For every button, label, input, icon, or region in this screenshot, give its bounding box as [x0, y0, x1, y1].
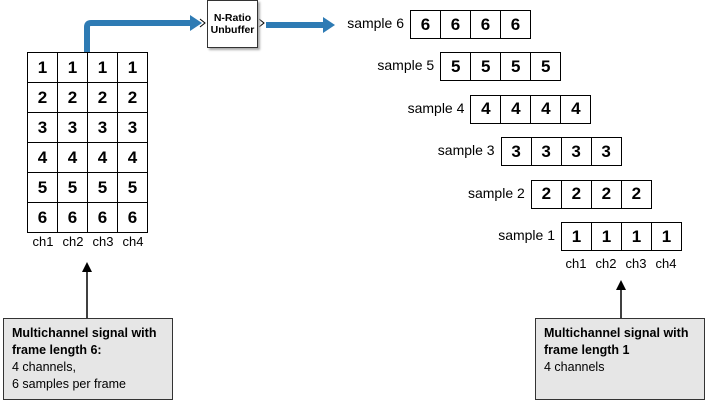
sample-cell: 1 — [621, 222, 652, 251]
matrix-cell: 4 — [87, 142, 118, 173]
matrix-cell: 5 — [27, 172, 58, 203]
note-title-2: frame length 6: — [12, 343, 102, 357]
sample-cell: 1 — [561, 222, 592, 251]
sample-cell: 3 — [530, 137, 562, 167]
sample-cell: 4 — [560, 94, 592, 124]
channel-label: ch3 — [625, 256, 647, 271]
note-line-2: 6 samples per frame — [12, 377, 126, 391]
sample-cell: 2 — [620, 179, 652, 209]
sample-label: sample 4 — [407, 99, 465, 116]
sample-cell: 4 — [500, 94, 532, 124]
sample-cell: 5 — [470, 52, 502, 82]
sample-cell: 2 — [560, 179, 592, 209]
matrix-cell: 1 — [57, 52, 88, 83]
matrix-cell: 5 — [87, 172, 118, 203]
sample-label: sample 3 — [437, 142, 495, 159]
channel-label: ch1 — [32, 234, 54, 249]
channel-label: ch4 — [122, 234, 144, 249]
note-title-1: Multichannel signal with — [544, 326, 689, 340]
matrix-cell: 2 — [117, 82, 148, 113]
sample-cell: 5 — [530, 52, 562, 82]
sample-cell: 1 — [591, 222, 622, 251]
sample-cell: 5 — [440, 52, 472, 82]
arrowhead-to-block — [190, 15, 202, 31]
sample-cell: 6 — [410, 10, 441, 39]
sample-cell: 3 — [590, 137, 622, 167]
left-pointer-arrowhead — [82, 262, 92, 272]
matrix-cell: 3 — [57, 112, 88, 143]
matrix-cell: 1 — [117, 52, 148, 83]
block-label-line1: N-Ratio — [213, 12, 252, 24]
note-line-1: 4 channels, — [12, 360, 76, 374]
block-output-port-icon — [258, 18, 265, 28]
matrix-cell: 1 — [87, 52, 118, 83]
input-signal-line — [84, 20, 192, 52]
matrix-cell: 2 — [27, 82, 58, 113]
sample-cell: 5 — [500, 52, 532, 82]
channel-label: ch2 — [62, 234, 84, 249]
matrix-cell: 3 — [87, 112, 118, 143]
sample-cell: 3 — [500, 137, 532, 167]
sample-cell: 6 — [470, 10, 501, 39]
matrix-cell: 3 — [117, 112, 148, 143]
matrix-cell: 2 — [57, 82, 88, 113]
matrix-cell: 5 — [117, 172, 148, 203]
channel-label: ch2 — [595, 256, 617, 271]
sample-cell: 6 — [440, 10, 471, 39]
block-label-line2: Unbuffer — [210, 24, 255, 36]
matrix-cell: 4 — [57, 142, 88, 173]
matrix-cell: 2 — [87, 82, 118, 113]
sample-cell: 1 — [651, 222, 682, 251]
channel-label: ch1 — [565, 256, 587, 271]
sample-label: sample 1 — [498, 227, 555, 243]
matrix-cell: 6 — [117, 202, 148, 233]
sample-label: sample 2 — [467, 184, 525, 201]
matrix-cell: 4 — [27, 142, 58, 173]
note-title-1: Multichannel signal with — [12, 326, 157, 340]
output-signal-note: Multichannel signal with frame length 1 … — [535, 318, 705, 400]
note-title-2: frame length 1 — [544, 343, 630, 357]
sample-cell: 2 — [530, 179, 562, 209]
sample-cell: 2 — [590, 179, 622, 209]
sample-cell: 4 — [530, 94, 562, 124]
arrowhead-to-output — [323, 17, 335, 33]
input-signal-note: Multichannel signal with frame length 6:… — [3, 318, 173, 400]
sample-label: sample 6 — [347, 15, 404, 31]
block-input-port-icon — [199, 18, 206, 28]
matrix-cell: 6 — [27, 202, 58, 233]
matrix-cell: 1 — [27, 52, 58, 83]
channel-label: ch3 — [92, 234, 114, 249]
matrix-cell: 4 — [117, 142, 148, 173]
n-ratio-unbuffer-block[interactable]: N-Ratio Unbuffer — [207, 0, 258, 48]
matrix-cell: 3 — [27, 112, 58, 143]
sample-cell: 3 — [560, 137, 592, 167]
note-line-1: 4 channels — [544, 360, 605, 374]
channel-label: ch4 — [655, 256, 677, 271]
matrix-cell: 5 — [57, 172, 88, 203]
matrix-cell: 6 — [87, 202, 118, 233]
sample-cell: 4 — [470, 94, 502, 124]
sample-label: sample 5 — [377, 57, 435, 74]
sample-cell: 6 — [500, 10, 531, 39]
matrix-cell: 6 — [57, 202, 88, 233]
right-pointer-arrowhead — [616, 280, 626, 290]
